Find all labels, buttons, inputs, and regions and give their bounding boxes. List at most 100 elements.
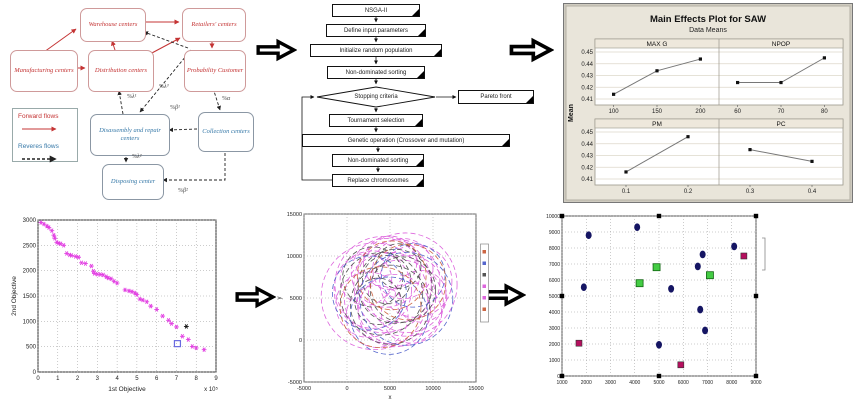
svg-text:MAX G: MAX G xyxy=(647,41,668,48)
flow-label-lambda2: %λ² xyxy=(132,154,142,160)
svg-text:0.45: 0.45 xyxy=(581,50,593,56)
svg-text:60: 60 xyxy=(734,109,741,115)
node-probability-customer: Probability Customer xyxy=(184,50,246,92)
svg-text:y: y xyxy=(277,297,283,300)
svg-text:Mean: Mean xyxy=(568,104,575,122)
svg-text:10000: 10000 xyxy=(287,254,302,260)
flow-label-alpha: %α xyxy=(222,96,231,102)
svg-text:NPOP: NPOP xyxy=(772,41,790,48)
fc-step-tournament-selection: Tournament selection xyxy=(329,114,423,127)
fc-step-define-parameters: Define input parameters xyxy=(326,24,426,37)
svg-text:7000: 7000 xyxy=(702,380,713,386)
svg-text:0.41: 0.41 xyxy=(581,97,593,103)
svg-text:0.44: 0.44 xyxy=(581,62,593,68)
svg-text:6000: 6000 xyxy=(549,278,560,284)
svg-text:PC: PC xyxy=(776,121,785,128)
svg-text:0.1: 0.1 xyxy=(622,189,631,195)
svg-text:1000: 1000 xyxy=(23,319,37,325)
svg-text:10000: 10000 xyxy=(425,386,440,392)
svg-text:2000: 2000 xyxy=(549,342,560,348)
svg-text:7000: 7000 xyxy=(549,262,560,268)
fc-pareto-front-box: Pareto front xyxy=(458,90,534,104)
svg-text:3000: 3000 xyxy=(605,380,616,386)
svg-text:2500: 2500 xyxy=(23,243,37,249)
svg-text:-5000: -5000 xyxy=(288,380,302,386)
svg-text:0.43: 0.43 xyxy=(581,154,593,160)
node-manufacturing-centers: Manufacturing centers xyxy=(10,50,78,92)
svg-text:1000: 1000 xyxy=(549,358,560,364)
svg-text:9000: 9000 xyxy=(750,380,761,386)
svg-text:3000: 3000 xyxy=(549,326,560,332)
svg-text:8: 8 xyxy=(195,376,199,382)
svg-text:8000: 8000 xyxy=(549,246,560,252)
svg-text:0: 0 xyxy=(345,386,348,392)
legend-fragment xyxy=(762,237,766,271)
svg-text:0.45: 0.45 xyxy=(581,130,593,136)
svg-text:5000: 5000 xyxy=(549,294,560,300)
svg-text:x: x xyxy=(389,395,392,401)
fc-step-genetic-operation: Genetic operation (Crossover and mutatio… xyxy=(302,134,510,147)
forward-arrow-icon xyxy=(22,126,57,132)
node-disposing-center: Disposing center xyxy=(102,164,164,200)
svg-text:1500: 1500 xyxy=(23,294,37,300)
svg-text:2000: 2000 xyxy=(23,269,37,275)
svg-text:150: 150 xyxy=(652,109,663,115)
svg-text:15000: 15000 xyxy=(468,386,483,392)
svg-text:2000: 2000 xyxy=(581,380,592,386)
fc-step-initialize-population: Initialize random population xyxy=(310,44,442,57)
svg-text:0.42: 0.42 xyxy=(581,85,593,91)
svg-text:0.2: 0.2 xyxy=(684,189,693,195)
circles-svg: -5000-5000005000500010000100001500015000… xyxy=(277,212,489,401)
reverse-arrow-icon xyxy=(22,155,57,163)
svg-text:PM: PM xyxy=(652,121,662,128)
svg-text:5000: 5000 xyxy=(653,380,664,386)
network-legend: Forward flows Reveres flows xyxy=(12,108,78,163)
svg-text:Main Effects Plot for SAW: Main Effects Plot for SAW xyxy=(650,14,766,25)
svg-text:x 10⁵: x 10⁵ xyxy=(204,386,218,393)
svg-text:9000: 9000 xyxy=(549,230,560,236)
fc-step-nsga2: NSGA-II xyxy=(332,4,420,17)
node-warehouse-centers: Warehouse centers xyxy=(80,8,146,42)
svg-text:5000: 5000 xyxy=(384,386,396,392)
svg-text:1000: 1000 xyxy=(556,380,567,386)
node-disassembly-repair-centers: Disassembly and repair centers xyxy=(90,114,170,156)
svg-text:0: 0 xyxy=(557,374,560,380)
node-retailers-centers: Retailers' centers xyxy=(182,8,246,42)
fc-decision-stopping-criteria: Stopping criteria xyxy=(316,86,436,108)
svg-text:0.43: 0.43 xyxy=(581,74,593,80)
svg-text:3: 3 xyxy=(96,376,100,382)
svg-text:Data Means: Data Means xyxy=(689,27,727,34)
svg-text:8000: 8000 xyxy=(726,380,737,386)
svg-text:3000: 3000 xyxy=(23,218,37,224)
svg-text:0.4: 0.4 xyxy=(808,189,817,195)
fc-decision-label: Stopping criteria xyxy=(354,94,398,100)
svg-text:200: 200 xyxy=(695,109,706,115)
node-collection-centers: Collection centers xyxy=(198,112,254,152)
fc-step-nondominated-sorting-2: Non-dominated sorting xyxy=(332,154,424,167)
svg-text:0.42: 0.42 xyxy=(581,165,593,171)
fc-step-nondominated-sorting-1: Non-dominated sorting xyxy=(327,66,425,79)
svg-text:2nd Objective: 2nd Objective xyxy=(11,276,18,316)
svg-text:10000: 10000 xyxy=(546,214,560,220)
legend-forward-label: Forward flows xyxy=(18,113,59,120)
svg-text:0.41: 0.41 xyxy=(581,177,593,183)
svg-text:1st Objective: 1st Objective xyxy=(108,386,146,393)
svg-text:70: 70 xyxy=(778,109,785,115)
node-distribution-centers: Distribution centers xyxy=(88,50,154,92)
block-arrow-1-icon xyxy=(255,37,298,63)
svg-text:7: 7 xyxy=(175,376,179,382)
svg-text:5000: 5000 xyxy=(290,296,302,302)
svg-text:5: 5 xyxy=(135,376,139,382)
flow-label-lambda3: %λ³ xyxy=(159,84,169,90)
svg-text:0: 0 xyxy=(36,376,40,382)
svg-text:6000: 6000 xyxy=(678,380,689,386)
block-arrow-2-icon xyxy=(508,36,555,64)
legend-reverse-label: Reveres flows xyxy=(18,143,59,150)
block-arrow-3-icon xyxy=(234,284,277,310)
nsga2-flowchart: NSGA-II Define input parameters Initiali… xyxy=(296,2,546,202)
